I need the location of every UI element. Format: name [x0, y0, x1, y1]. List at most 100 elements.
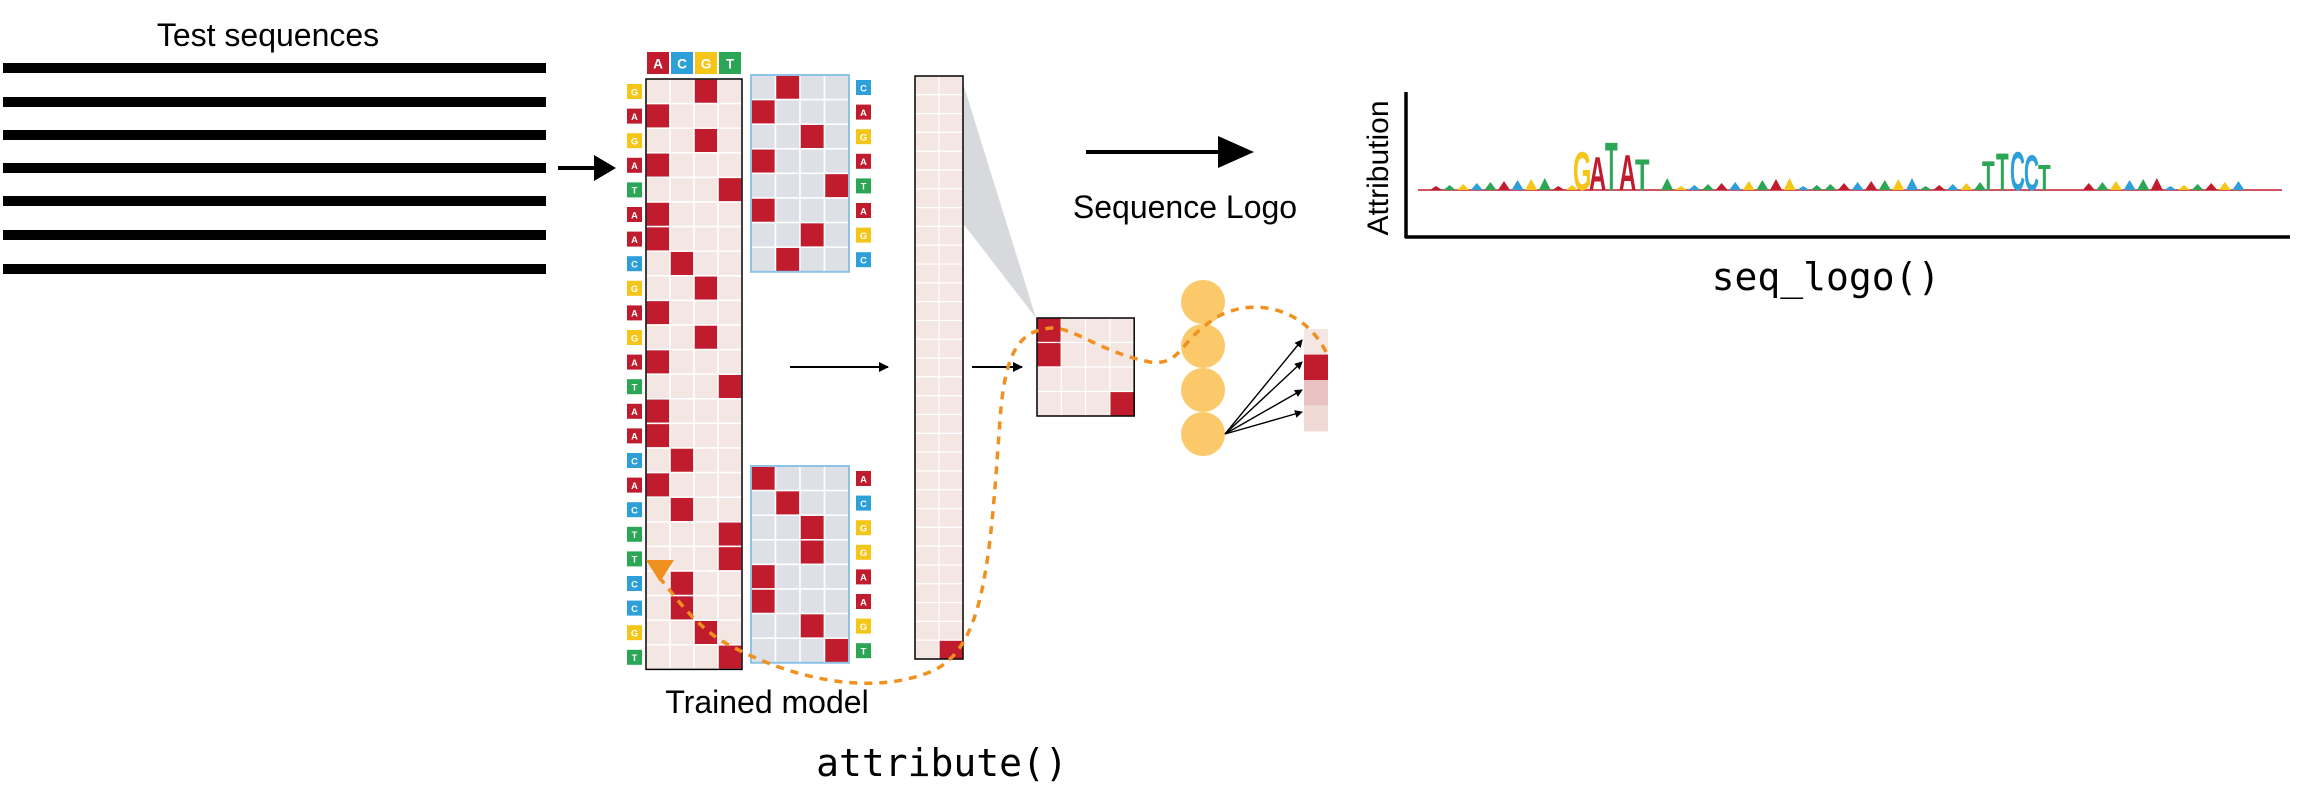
dense-connection: [1224, 339, 1303, 435]
filter-cell: [823, 74, 850, 101]
pooled-feature-map: [1036, 317, 1135, 417]
logo-axes: [1404, 92, 2290, 239]
nucleotide-letter: C: [631, 456, 638, 466]
attribution-arrowhead: [646, 560, 674, 582]
one-hot-cell: [693, 176, 719, 203]
one-hot-cell: [645, 594, 671, 621]
filter-cell: [823, 172, 850, 199]
pooled-cell: [1036, 317, 1062, 344]
feature-map-column: [914, 75, 964, 660]
filter-letter: A: [856, 104, 871, 120]
one-hot-cell: [645, 496, 671, 523]
one-hot-cell: [693, 152, 719, 179]
nucleotide-tile: [627, 84, 642, 99]
one-hot-cell: [645, 250, 671, 277]
filter-letter: A: [856, 471, 871, 486]
one-hot-cell: [717, 201, 743, 228]
filter-cell: [750, 172, 777, 199]
filter-cell: [823, 514, 850, 541]
nucleotide-tile: [856, 227, 871, 243]
logo-minor-peak: [1688, 185, 1701, 190]
filter-cell: [774, 489, 801, 516]
nucleotide-tile: [856, 594, 871, 609]
feature-cell: [914, 583, 940, 604]
nucleotide-tile: [627, 379, 642, 395]
filter-letter: C: [856, 80, 871, 95]
filter-cell: [823, 489, 850, 516]
one-hot-cell: [645, 299, 671, 326]
sequence-letter: C: [627, 600, 642, 616]
logo-letter: T: [1635, 150, 1650, 200]
one-hot-cell: [717, 275, 743, 302]
one-hot-cell: [693, 275, 719, 302]
logo-letter: A: [1619, 147, 1636, 202]
filter-letter: C: [856, 252, 871, 268]
logo-minor-peak: [2191, 184, 2204, 190]
logo-minor-peak: [1715, 183, 1728, 190]
feature-cell: [914, 526, 940, 547]
nucleotide-letter: G: [631, 136, 638, 146]
nucleotide-tile: [627, 502, 642, 518]
one-hot-cell: [693, 299, 719, 326]
nucleotide-tile: [647, 52, 669, 74]
logo-minor-peak: [1525, 179, 1538, 190]
conv-filter-bottom: [750, 465, 850, 664]
logo-minor-peak: [2232, 181, 2245, 190]
one-hot-cell: [693, 78, 719, 105]
one-hot-cell: [693, 324, 719, 351]
filter-cell: [799, 563, 826, 590]
logo-minor-peak: [2205, 183, 2218, 190]
filter-cell: [823, 123, 850, 150]
one-hot-cell: [645, 521, 671, 548]
one-hot-cell: [693, 250, 719, 277]
logo-minor-peak: [2082, 183, 2095, 190]
one-hot-cell: [669, 348, 695, 375]
feature-cell: [914, 376, 940, 397]
logo-minor-peak: [1919, 186, 1932, 190]
one-hot-cell: [717, 225, 743, 252]
logo-minor-peak: [2178, 185, 2190, 190]
filter-cell: [750, 465, 777, 492]
input-arrow: [558, 155, 616, 181]
alphabet-tile-G: G: [695, 52, 717, 74]
filter-cell: [799, 489, 826, 516]
nucleotide-tile: [856, 178, 871, 194]
one-hot-cell: [669, 373, 695, 400]
filter-letter: A: [856, 569, 871, 585]
filter-cell: [823, 612, 850, 639]
nucleotide-tile: [856, 153, 871, 169]
pooled-cell: [1060, 341, 1087, 368]
sequence-letter: T: [627, 182, 642, 198]
feature-cell: [938, 207, 964, 228]
feature-cell: [938, 413, 964, 434]
one-hot-cell: [693, 545, 719, 572]
feature-cell: [938, 131, 964, 152]
filter-letter: C: [856, 495, 871, 511]
one-hot-cell: [717, 152, 743, 179]
nucleotide-tile: [627, 477, 642, 493]
feature-cell: [938, 169, 964, 190]
pooled-cell: [1109, 317, 1135, 344]
test-sequence-line: [3, 63, 546, 73]
neuron: [1181, 280, 1225, 324]
logo-minor-peak: [2123, 180, 2136, 190]
nucleotide-letter: C: [631, 579, 638, 589]
nucleotide-tile: [856, 618, 871, 634]
logo-minor-peak: [1851, 182, 1864, 190]
trained-model-label: Trained model: [665, 684, 868, 720]
feature-cell: [938, 489, 964, 510]
one-hot-cell: [669, 176, 695, 203]
nucleotide-letter: A: [860, 206, 867, 216]
sequence-letter: A: [627, 108, 642, 124]
pooled-cell: [1109, 390, 1135, 417]
filter-cell: [823, 246, 850, 273]
nucleotide-letter: T: [632, 382, 638, 392]
sequence-letter: G: [627, 330, 642, 345]
nucleotide-tile: [627, 231, 642, 247]
pooled-border: [1036, 317, 1135, 417]
filter-cell: [774, 246, 801, 273]
filter-cell: [750, 123, 777, 150]
one-hot-cell: [645, 275, 671, 302]
